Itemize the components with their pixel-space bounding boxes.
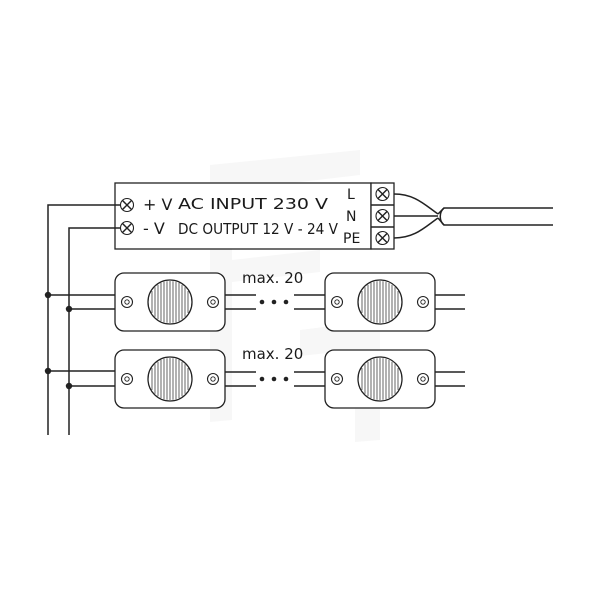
plus-terminal-screw: [119, 197, 135, 213]
minus-v-label: - V: [143, 219, 165, 238]
led-module: [114, 349, 226, 409]
driver-housing: [114, 182, 372, 250]
mounting-hole-inner: [334, 299, 340, 305]
row-2-max-label: max. 20: [242, 345, 303, 363]
negative-bus-wire: [68, 227, 121, 435]
mounting-hole-inner: [124, 376, 130, 382]
l-label: L: [347, 187, 355, 203]
junction-dot: [65, 305, 73, 313]
led-module-rows: [114, 272, 465, 409]
mains-cable: [393, 193, 553, 239]
junction-dot: [44, 291, 52, 299]
ac-input-label: AC INPUT 230 V: [178, 195, 329, 213]
led-driver: + V - V AC INPUT 230 V DC OUTPUT 12 V - …: [114, 182, 395, 250]
l-terminal-screw: [375, 186, 390, 202]
plus-v-label: + V: [143, 195, 172, 214]
row-1-max-label: max. 20: [242, 269, 303, 287]
dc-bus-wiring: [44, 204, 121, 435]
continuation-dot: [283, 376, 289, 382]
mounting-hole-inner: [334, 376, 340, 382]
led-row: [114, 272, 465, 332]
mounting-hole-inner: [420, 376, 426, 382]
n-terminal-screw: [375, 208, 390, 224]
positive-bus-wire: [47, 204, 121, 435]
continuation-dot: [259, 376, 265, 382]
continuation-dot: [283, 299, 289, 305]
led-module: [324, 349, 436, 409]
led-row: [114, 349, 465, 409]
mounting-hole-inner: [420, 299, 426, 305]
pe-label: PE: [343, 231, 360, 247]
mounting-hole-inner: [210, 376, 216, 382]
junction-dot: [44, 367, 52, 375]
continuation-dot: [271, 299, 277, 305]
led-module: [114, 272, 226, 332]
continuation-dot: [271, 376, 277, 382]
pe-terminal-screw: [375, 230, 390, 246]
continuation-dot: [259, 299, 265, 305]
mounting-hole-inner: [210, 299, 216, 305]
mains-terminal-block: [370, 182, 395, 250]
minus-terminal-screw: [119, 220, 135, 236]
mounting-hole-inner: [124, 299, 130, 305]
junction-dot: [65, 382, 73, 390]
n-label: N: [346, 209, 356, 225]
led-module: [324, 272, 436, 332]
dc-output-label: DC OUTPUT 12 V - 24 V: [178, 220, 339, 238]
